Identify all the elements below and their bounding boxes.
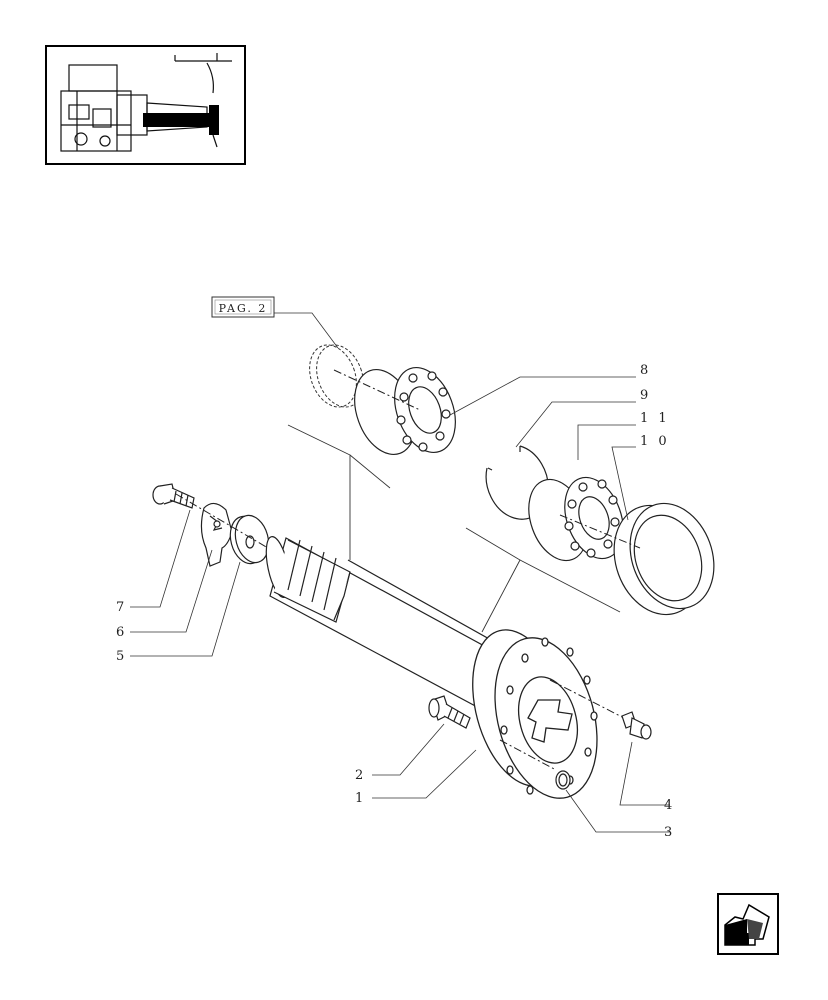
callout-7: 7 [116,600,127,615]
washer-5 [229,514,270,565]
callout-11: 1 1 [640,411,670,426]
bolt-2 [428,695,471,729]
callout-6: 6 [116,625,127,640]
page-reference-label: PAG. 2 [219,302,268,315]
callout-8: 8 [640,363,651,378]
callout-9: 9 [640,388,651,403]
callout-1: 1 [355,791,366,806]
leader-pag2 [274,312,339,349]
seal-10 [613,502,715,616]
callout-4: 4 [664,798,675,813]
axis-line-left [175,493,269,549]
bolt-7 [152,483,195,509]
flange-1 [472,629,598,799]
previous-page-arrow-icon [724,903,770,946]
page-reference-box[interactable]: PAG. 2 [211,296,275,318]
grease-fitting-4 [621,711,652,740]
callout-3: 3 [664,825,675,840]
axis-line-flange-lower [499,739,557,771]
axis-line-right [559,514,641,549]
assembly-location-thumbnail [45,45,246,165]
callout-2: 2 [355,768,366,783]
previous-page-button[interactable] [717,893,779,955]
o-ring-3 [555,770,571,790]
callout-5: 5 [116,649,127,664]
assembly-bracket-lines [287,424,621,633]
leader-lines [130,376,670,833]
seal-ring-reference [309,344,364,408]
axis-line-flange-upper [549,679,625,719]
bearing-8 [354,364,456,456]
lock-plate-6 [200,502,233,567]
axle-shaft [265,536,511,717]
callout-10: 1 0 [640,434,670,449]
bearing-11 [528,476,624,562]
transmission-thumbnail-icon [60,53,232,152]
